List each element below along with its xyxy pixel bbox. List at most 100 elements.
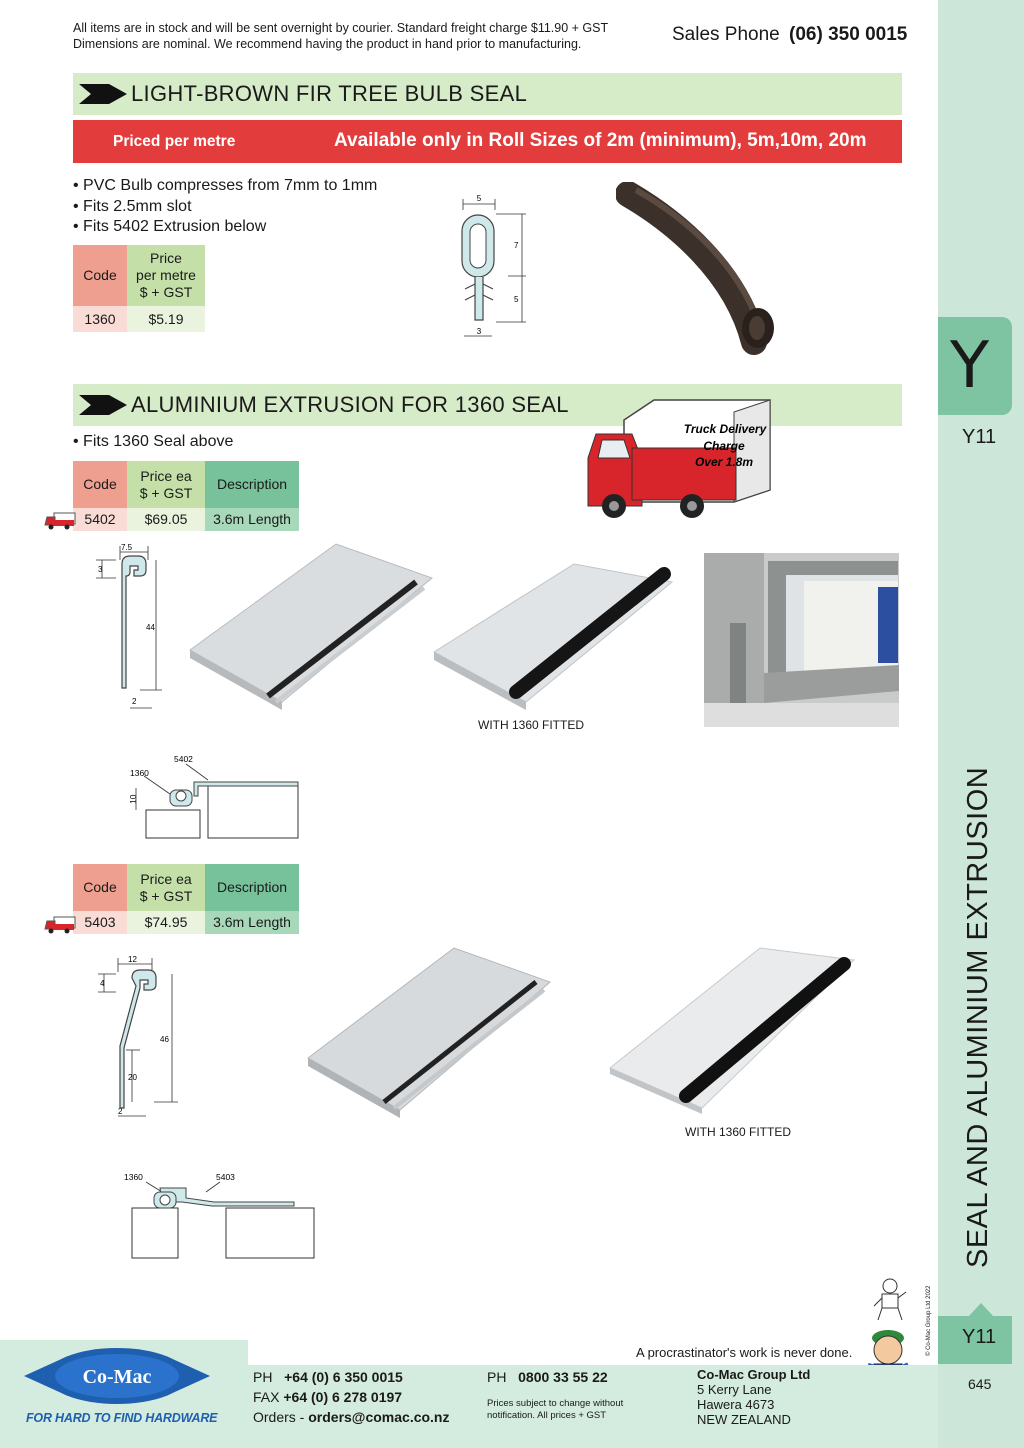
section-header-extrusion: ALUMINIUM EXTRUSION FOR 1360 SEAL [73, 384, 902, 426]
dim-label: 20 [128, 1073, 137, 1082]
extrusion-5403-fitted-photo [609, 947, 856, 1114]
header-price-line: $ + GST [139, 484, 193, 501]
header-description: Description [205, 864, 299, 911]
stock-notice: All items are in stock and will be sent … [73, 20, 633, 52]
truck-delivery-icon: Truck Delivery Charge Over 1.8m [587, 399, 771, 518]
dim-label: 7.5 [121, 543, 133, 552]
seal-profile-diagram: 5 7 5 3 [461, 194, 526, 337]
footer-address: Co-Mac Group Ltd 5 Kerry Lane Hawera 467… [697, 1367, 810, 1427]
extrusion-feature: • Fits 1360 Seal above [73, 433, 234, 450]
table-row[interactable]: 5403 $74.95 3.6m Length [73, 911, 299, 934]
assembly-5403-diagram: 1360 5403 [124, 1172, 315, 1259]
dim-label: 7 [514, 241, 519, 250]
dim-label: 5 [514, 295, 519, 304]
truck-text: Over 1.8m [695, 455, 753, 469]
section-letter: Y [950, 329, 990, 403]
header-price-line: Price ea [140, 870, 192, 887]
notice-line-2: Dimensions are nominal. We recommend hav… [73, 37, 582, 51]
sidebar [938, 0, 1024, 1448]
footer-motto: A procrastinator's work is never done. [636, 1345, 853, 1360]
feature-item: • Fits 5402 Extrusion below [73, 218, 267, 235]
cell-code: 5402 [73, 508, 127, 531]
table-header-row: Code Price per metre $ + GST [73, 245, 205, 306]
tab-arrow-icon [968, 1303, 994, 1317]
disclaimer-line: Prices subject to change without [487, 1398, 624, 1409]
cell-price: $5.19 [127, 306, 205, 332]
dim-label: 3 [477, 327, 482, 336]
freephone-label: PH [487, 1369, 507, 1385]
pricing-banner: Priced per metre Available only in Roll … [73, 120, 902, 163]
header-code: Code [73, 864, 127, 911]
dim-label: 1360 [124, 1172, 143, 1182]
extrusion-5402-profile-diagram: 7.5 3 44 2 [96, 543, 162, 709]
truck-text: Charge [703, 439, 745, 453]
header-price: Price ea $ + GST [127, 461, 205, 508]
cell-price: $74.95 [127, 911, 205, 934]
header-price-line: $ + GST [139, 887, 193, 904]
section-title-extrusion: ALUMINIUM EXTRUSION FOR 1360 SEAL [131, 392, 569, 417]
page-number: 645 [968, 1376, 992, 1392]
sales-phone-number[interactable]: (06) 350 0015 [789, 24, 908, 45]
brand-tagline: FOR HARD TO FIND HARDWARE [26, 1411, 218, 1425]
seal-price-table: Code Price per metre $ + GST 1360 $5.19 [73, 245, 205, 332]
cell-price: $69.05 [127, 508, 205, 531]
feature-item: • PVC Bulb compresses from 7mm to 1mm [73, 177, 378, 194]
extrusion-5402-fitted-photo [433, 563, 674, 710]
section-code: Y11 [962, 426, 997, 448]
address-line: 5 Kerry Lane [697, 1382, 772, 1397]
truck-small-icon [44, 916, 76, 934]
dim-label: 46 [160, 1035, 169, 1044]
notice-line-1: All items are in stock and will be sent … [73, 21, 609, 35]
section-tab-bottom[interactable]: Y11 [938, 1316, 1012, 1364]
cell-code: 1360 [73, 306, 127, 332]
comac-logo[interactable]: Co-Mac [24, 1344, 210, 1408]
address-line: Hawera 4673 [697, 1397, 775, 1412]
arrow-right-icon [79, 84, 127, 104]
cell-description: 3.6m Length [205, 508, 299, 531]
orders-label: Orders - [253, 1409, 305, 1425]
priced-per-metre: Priced per metre [113, 133, 236, 150]
header-price: Price per metre $ + GST [127, 245, 205, 306]
disclaimer-line: notification. All prices + GST [487, 1410, 607, 1421]
dim-label: 3 [98, 565, 103, 574]
extrusion-5402-photo [189, 543, 433, 710]
feature-item: • Fits 2.5mm slot [73, 197, 192, 215]
fitted-caption: WITH 1360 FITTED [685, 1125, 792, 1139]
phone-label: PH [253, 1369, 273, 1385]
fitted-caption: WITH 1360 FITTED [478, 718, 585, 732]
table-row[interactable]: 5402 $69.05 3.6m Length [73, 508, 299, 531]
extrusion-5402-price-table: Code Price ea $ + GST Description 5402 $… [73, 461, 299, 531]
dim-label: 5402 [174, 754, 193, 764]
copyright: © Co-Mac Group Ltd 2022 [926, 1285, 932, 1356]
section-tab[interactable]: Y [938, 317, 1012, 415]
mascot-small-icon [873, 1278, 907, 1321]
footer-freephone: PH 0800 33 55 22 [487, 1367, 608, 1387]
header-code: Code [73, 245, 127, 306]
dim-label: 12 [128, 955, 137, 964]
seal-roll-photo [616, 182, 774, 355]
company-name: Co-Mac Group Ltd [697, 1367, 811, 1382]
table-header-row: Code Price ea $ + GST Description [73, 864, 299, 911]
sales-phone-label: Sales Phone [672, 24, 780, 45]
extrusion-5403-profile-diagram: 12 4 46 20 2 [98, 955, 178, 1117]
fax-label: FAX [253, 1389, 280, 1405]
address-line: NEW ZEALAND [697, 1412, 791, 1427]
phone-number[interactable]: +64 (0) 6 350 0015 [284, 1369, 403, 1385]
header-price-line: per metre [136, 267, 196, 283]
orders-email[interactable]: orders@comac.co.nz [308, 1409, 450, 1425]
header-price-line: Price [150, 250, 182, 266]
sales-phone: Sales Phone (06) 350 0015 [672, 24, 907, 46]
table-row[interactable]: 1360 $5.19 [73, 306, 205, 332]
header-price-line: $ + GST [139, 284, 193, 300]
section-header-seal: LIGHT-BROWN FIR TREE BULB SEAL [73, 73, 902, 115]
footer-disclaimer: Prices subject to change without notific… [487, 1398, 623, 1422]
section-title-vertical: SEAL AND ALUMINIUM EXTRUSION [962, 766, 994, 1268]
cell-description: 3.6m Length [205, 911, 299, 934]
freephone-number[interactable]: 0800 33 55 22 [518, 1369, 608, 1385]
battery-box-photo [704, 553, 899, 727]
assembly-5402-diagram: 1360 5402 10 [128, 754, 299, 839]
extrusion-5403-price-table: Code Price ea $ + GST Description 5403 $… [73, 864, 299, 934]
footer-contact: PH +64 (0) 6 350 0015 FAX +64 (0) 6 278 … [253, 1367, 450, 1427]
header-description: Description [205, 461, 299, 508]
dim-label: 1360 [130, 768, 149, 778]
